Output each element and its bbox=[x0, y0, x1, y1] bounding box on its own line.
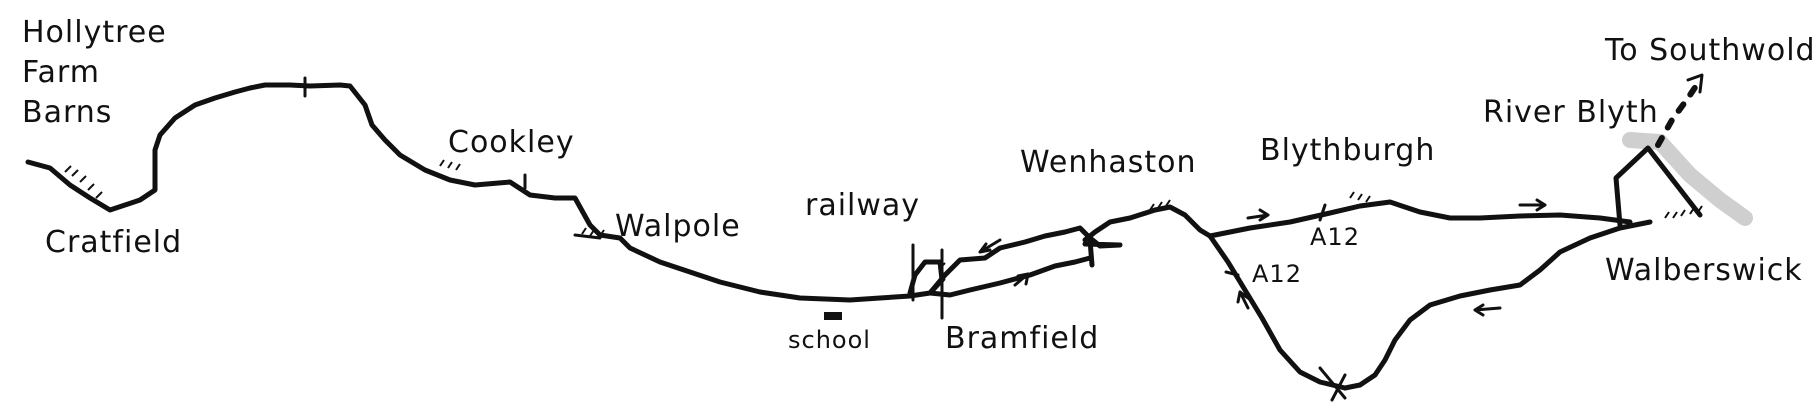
route-ticks bbox=[303, 76, 1347, 402]
route-bramfield-west bbox=[907, 259, 945, 296]
route-main bbox=[25, 82, 933, 303]
route-bramfield-loop-upper bbox=[927, 225, 1123, 296]
label-a12-north: A12 bbox=[1310, 223, 1360, 251]
route-wenhaston bbox=[1082, 204, 1213, 243]
school-marker bbox=[824, 312, 842, 320]
route-to-southwold bbox=[1655, 77, 1703, 148]
route-a12-north bbox=[1207, 199, 1633, 239]
route-river-box bbox=[1613, 145, 1703, 228]
route-bramfield-loop-lower bbox=[927, 255, 1093, 298]
southwold-arrowhead bbox=[1686, 73, 1704, 94]
label-to-southwold: To Southwold bbox=[1604, 33, 1816, 68]
label-cookley: Cookley bbox=[448, 125, 575, 160]
label-river-blyth: River Blyth bbox=[1483, 95, 1659, 130]
label-walberswick: Walberswick bbox=[1605, 253, 1803, 288]
label-bramfield: Bramfield bbox=[945, 321, 1099, 356]
route-walpole-stub bbox=[573, 233, 602, 240]
route-return bbox=[1342, 219, 1653, 391]
label-wenhaston: Wenhaston bbox=[1020, 145, 1197, 180]
route-bramfield-connector bbox=[1087, 237, 1095, 268]
label-cratfield: Cratfield bbox=[45, 225, 182, 260]
label-farm: Farm bbox=[22, 55, 100, 90]
direction-arrows bbox=[978, 198, 1547, 317]
route-a12-south bbox=[1207, 233, 1348, 391]
label-railway: railway bbox=[805, 188, 920, 223]
label-hollytree: Hollytree bbox=[22, 15, 167, 50]
label-school: school bbox=[788, 326, 871, 354]
label-a12-south: A12 bbox=[1252, 260, 1302, 288]
river-blyth-band bbox=[1622, 132, 1753, 226]
label-walpole: Walpole bbox=[615, 209, 741, 244]
label-barns: Barns bbox=[22, 95, 112, 130]
label-blythburgh: Blythburgh bbox=[1260, 133, 1435, 168]
